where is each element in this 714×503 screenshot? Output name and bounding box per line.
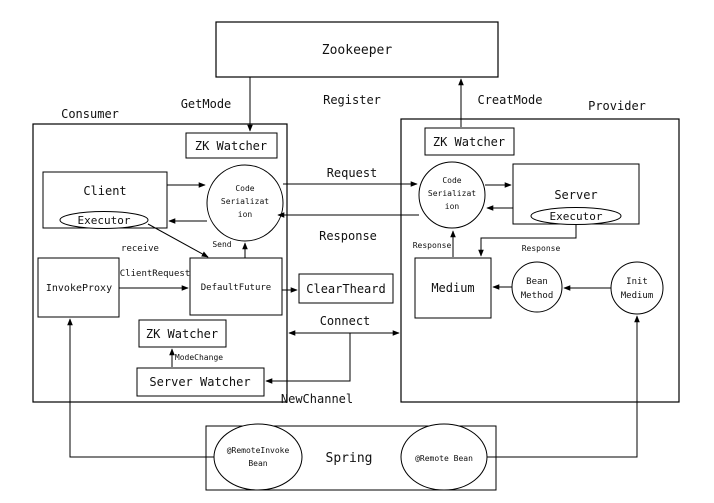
clear-thread-box — [298, 273, 394, 304]
arrow-new-channel — [265, 333, 351, 384]
consumer-title: Consumer — [61, 107, 119, 121]
init-medium-circle — [610, 261, 664, 315]
zk-watcher-lower-label: ZK Watcher — [146, 327, 218, 341]
spring-label: Spring — [326, 451, 373, 466]
remote-invoke-bean-ellipse — [213, 423, 303, 491]
server-executor-label: Executor — [550, 210, 603, 223]
server-executor-ellipse — [530, 207, 622, 225]
init-medium-line2: Medium — [621, 291, 654, 301]
zk-watcher-lower-box — [138, 319, 227, 348]
invoke-proxy-box — [37, 257, 120, 318]
label-connect: Connect — [320, 314, 371, 328]
code-serialization-provider-line3: ion — [445, 202, 460, 211]
client-executor-ellipse — [59, 211, 149, 229]
label-response-right: Response — [522, 244, 561, 253]
bean-method-line1: Bean — [526, 277, 548, 287]
code-serialization-consumer-line2: Serializat — [221, 197, 269, 206]
label-request: Request — [327, 166, 378, 180]
code-serialization-provider-line2: Serializat — [428, 189, 476, 198]
zk-watcher-consumer-label: ZK Watcher — [195, 139, 267, 153]
zookeeper-label: Zookeeper — [322, 43, 393, 58]
zookeeper-box — [215, 21, 499, 78]
medium-label: Medium — [431, 281, 474, 295]
remote-invoke-bean-line1: @RemoteInvoke — [227, 446, 290, 455]
arrow-remote-invoke-to-proxy — [67, 318, 214, 458]
label-send: Send — [212, 240, 231, 249]
code-serialization-consumer-line1: Code — [235, 184, 254, 193]
arrow-response-right — [478, 225, 577, 257]
server-watcher-box — [136, 367, 265, 397]
label-creatmode: CreatMode — [477, 93, 542, 107]
label-response-left: Response — [413, 241, 452, 250]
medium-box — [414, 257, 492, 319]
remote-invoke-bean-line2: Bean — [248, 459, 267, 468]
remote-bean-label: @Remote Bean — [415, 454, 473, 463]
label-mode-change: ModeChange — [175, 353, 223, 362]
consumer-box — [32, 123, 288, 403]
init-medium-line1: Init — [626, 277, 648, 287]
server-watcher-label: Server Watcher — [149, 375, 250, 389]
code-serialization-consumer-circle — [206, 164, 284, 242]
default-future-box — [189, 257, 283, 316]
label-response-main: Response — [319, 229, 377, 243]
zk-watcher-consumer-box — [185, 132, 278, 159]
server-label: Server — [554, 188, 597, 202]
code-serialization-consumer-line3: ion — [238, 210, 253, 219]
client-executor-label: Executor — [78, 214, 131, 227]
label-register: Register — [323, 93, 381, 107]
provider-box — [400, 118, 680, 403]
label-receive: receive — [121, 244, 159, 254]
default-future-label: DefaultFuture — [201, 283, 271, 293]
arrow-receive — [147, 223, 209, 258]
provider-title: Provider — [588, 99, 646, 113]
invoke-proxy-label: InvokeProxy — [46, 283, 112, 294]
bean-method-circle — [511, 261, 563, 313]
label-client-request: ClientRequest — [120, 269, 190, 279]
clear-thread-label: ClearTheard — [306, 282, 385, 296]
zk-watcher-provider-box — [424, 127, 515, 156]
bean-method-line2: Method — [521, 291, 554, 301]
label-getmode: GetMode — [181, 97, 232, 111]
code-serialization-provider-line1: Code — [442, 176, 461, 185]
arrow-remote-bean-to-init — [487, 315, 640, 458]
label-new-channel: NewChannel — [281, 392, 353, 406]
code-serialization-provider-circle — [418, 161, 486, 229]
client-label: Client — [83, 184, 126, 198]
zk-watcher-provider-label: ZK Watcher — [433, 135, 505, 149]
